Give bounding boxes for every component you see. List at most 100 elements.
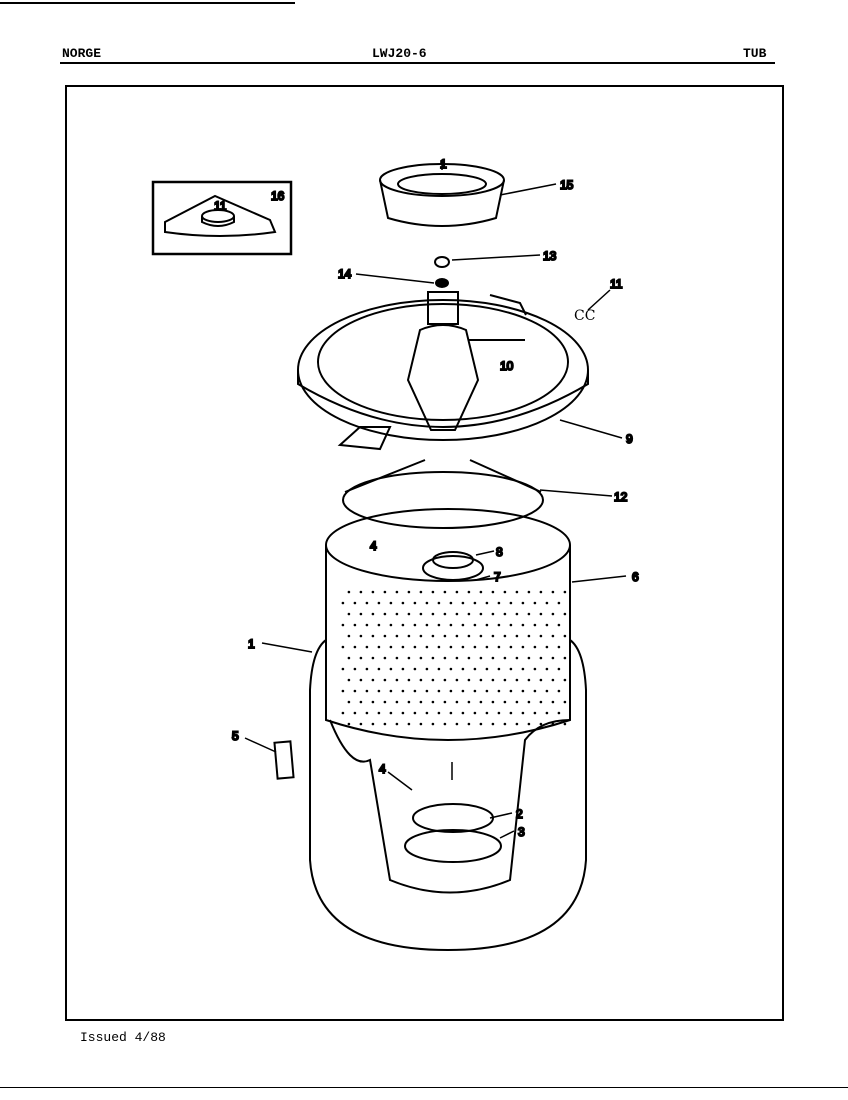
perforation-dot (491, 634, 495, 638)
perforation-dot (371, 722, 375, 726)
perforation-dot (515, 678, 519, 682)
perforation-dot (449, 623, 453, 627)
perforation-dot (413, 689, 417, 693)
perforation-dot (479, 656, 483, 660)
perforation-dot (557, 711, 561, 715)
perforation-dot (377, 667, 381, 671)
perforation-dot (419, 612, 423, 616)
perforation-dot (413, 667, 417, 671)
perforation-dot (341, 711, 345, 715)
perforation-dot (509, 601, 513, 605)
perforation-dot (437, 601, 441, 605)
perforation-dot (371, 656, 375, 660)
perforation-dot (539, 722, 543, 726)
perforation-dot (539, 612, 543, 616)
perforation-dot (353, 667, 357, 671)
perforation-dot (491, 700, 495, 704)
basket-perforations (341, 590, 567, 726)
perforation-dot (395, 700, 399, 704)
perforation-dot (503, 700, 507, 704)
perforation-dot (545, 645, 549, 649)
perforation-dot (371, 700, 375, 704)
perforation-dot (473, 623, 477, 627)
perforation-dot (455, 634, 459, 638)
perforation-dot (455, 612, 459, 616)
perforation-dot (533, 623, 537, 627)
perforation-dot (467, 700, 471, 704)
model-label: LWJ20-6 (372, 46, 427, 61)
perforation-dot (503, 612, 507, 616)
part-14 (435, 278, 449, 288)
perforation-dot (497, 623, 501, 627)
perforation-dot (347, 612, 351, 616)
callout-4b: 4 (379, 762, 386, 776)
perforation-dot (533, 711, 537, 715)
perforation-dot (425, 623, 429, 627)
perforation-dot (413, 711, 417, 715)
perforation-dot (563, 612, 567, 616)
top-rule (0, 2, 295, 4)
perforation-dot (521, 623, 525, 627)
perforation-dot (347, 590, 351, 594)
callout-1-top: 1 (440, 157, 447, 171)
perforation-dot (509, 623, 513, 627)
perforation-dot (485, 645, 489, 649)
part-5-label-plate (273, 740, 295, 780)
perforation-dot (455, 700, 459, 704)
perforation-dot (503, 634, 507, 638)
perforation-dot (353, 689, 357, 693)
perforation-dot (401, 645, 405, 649)
perforation-dot (413, 601, 417, 605)
perforation-dot (341, 623, 345, 627)
perforation-dot (437, 645, 441, 649)
perforation-dot (431, 634, 435, 638)
callout-1: 1 (248, 637, 255, 651)
perforation-dot (389, 645, 393, 649)
perforation-dot (395, 656, 399, 660)
perforation-dot (425, 667, 429, 671)
perforation-dot (359, 656, 363, 660)
perforation-dot (521, 645, 525, 649)
perforation-dot (407, 678, 411, 682)
perforation-dot (395, 590, 399, 594)
perforation-dot (347, 722, 351, 726)
perforation-dot (461, 601, 465, 605)
perforation-dot (539, 678, 543, 682)
perforation-dot (479, 722, 483, 726)
callout-12: 12 (614, 490, 628, 504)
perforation-dot (557, 667, 561, 671)
perforation-dot (407, 656, 411, 660)
brand-label: NORGE (62, 46, 102, 61)
perforation-dot (539, 590, 543, 594)
part-10-agitator (406, 291, 525, 431)
perforation-dot (467, 678, 471, 682)
perforation-dot (467, 722, 471, 726)
perforation-dot (479, 678, 483, 682)
callout-9: 9 (626, 432, 633, 446)
perforation-dot (527, 590, 531, 594)
perforation-dot (383, 634, 387, 638)
perforation-dot (521, 667, 525, 671)
perforation-dot (383, 612, 387, 616)
perforation-dot (485, 711, 489, 715)
perforation-dot (455, 678, 459, 682)
perforation-dot (557, 623, 561, 627)
perforation-dot (491, 612, 495, 616)
perforation-dot (347, 634, 351, 638)
perforation-dot (461, 645, 465, 649)
part-13 (434, 256, 450, 268)
perforation-dot (347, 700, 351, 704)
perforation-dot (431, 678, 435, 682)
perforation-dot (359, 612, 363, 616)
perforation-dot (359, 678, 363, 682)
part-1-tub (309, 639, 587, 952)
perforation-dot (521, 711, 525, 715)
part-9-ring (297, 294, 589, 451)
perforation-dot (347, 678, 351, 682)
perforation-dot (515, 656, 519, 660)
perforation-dot (371, 590, 375, 594)
perforation-dot (419, 678, 423, 682)
callout-8: 8 (496, 545, 503, 559)
perforation-dot (425, 711, 429, 715)
perforation-dot (377, 645, 381, 649)
